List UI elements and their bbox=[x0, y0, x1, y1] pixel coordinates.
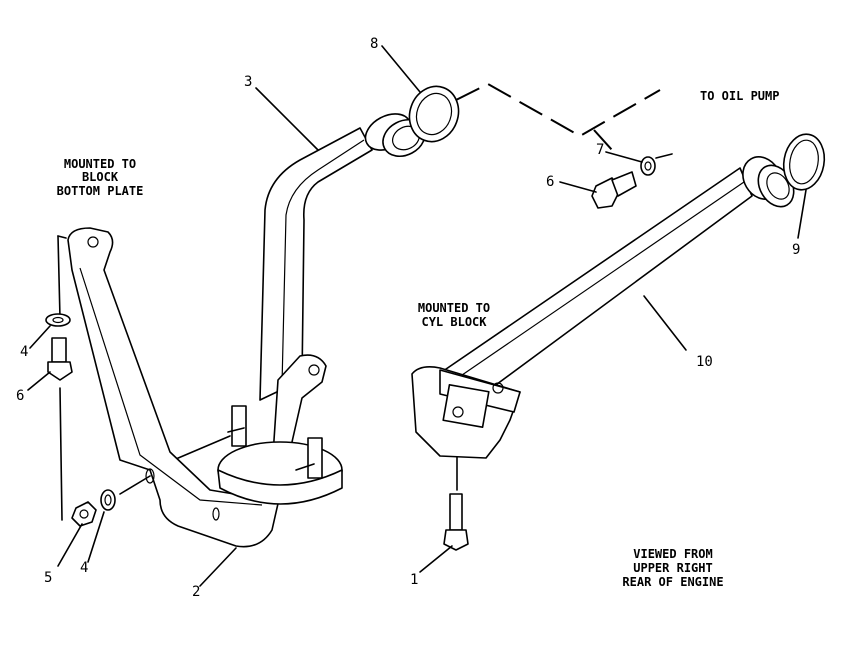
part-washer-4-upper bbox=[45, 313, 71, 327]
part-bolt-6-right bbox=[591, 171, 637, 209]
callout-4-lower: 4 bbox=[80, 560, 88, 576]
note-line: MOUNTED TO bbox=[418, 301, 490, 315]
part-pickup-tube bbox=[259, 113, 426, 401]
note-line: BLOCK bbox=[82, 170, 119, 184]
note-line: BOTTOM PLATE bbox=[57, 184, 144, 198]
leader-lines bbox=[27, 45, 807, 587]
note-line: UPPER RIGHT bbox=[633, 561, 712, 575]
note-mounted-to-cyl-block: MOUNTED TO CYL BLOCK bbox=[418, 301, 490, 329]
part-gasket-9 bbox=[782, 133, 826, 191]
callout-4-upper: 4 bbox=[20, 344, 28, 360]
part-tube-flange bbox=[411, 366, 521, 459]
part-washer-7 bbox=[640, 156, 656, 176]
note-to-oil-pump: TO OIL PUMP bbox=[700, 89, 779, 103]
note-line: VIEWED FROM bbox=[633, 547, 712, 561]
part-oil-strainer bbox=[217, 405, 343, 505]
note-line: REAR OF ENGINE bbox=[622, 575, 723, 589]
note-viewed-from: VIEWED FROM UPPER RIGHT REAR OF ENGINE bbox=[622, 547, 723, 589]
callout-7: 7 bbox=[596, 142, 604, 158]
callout-9: 9 bbox=[792, 242, 800, 258]
callout-8: 8 bbox=[370, 36, 378, 52]
part-bolt-1 bbox=[443, 493, 469, 551]
note-mounted-to-block-bottom-plate: MOUNTED TO BLOCK BOTTOM PLATE bbox=[57, 157, 144, 198]
note-line: CYL BLOCK bbox=[421, 315, 487, 329]
part-nut-5 bbox=[71, 501, 97, 527]
callout-1: 1 bbox=[410, 572, 418, 588]
callout-numbers: 3 8 7 6 9 10 4 6 5 4 2 1 bbox=[16, 36, 800, 600]
note-line: MOUNTED TO bbox=[64, 157, 136, 171]
callout-5: 5 bbox=[44, 570, 52, 586]
part-bolt-6-left bbox=[47, 337, 73, 381]
callout-2: 2 bbox=[192, 584, 200, 600]
callout-6-left: 6 bbox=[16, 388, 24, 404]
callout-3: 3 bbox=[244, 74, 252, 90]
callout-10: 10 bbox=[696, 354, 713, 370]
part-gasket-8 bbox=[408, 85, 460, 143]
part-washer-4-lower bbox=[100, 489, 116, 511]
part-support-bracket bbox=[67, 227, 327, 548]
callout-6-right: 6 bbox=[546, 174, 554, 190]
part-oil-tube bbox=[429, 156, 795, 405]
